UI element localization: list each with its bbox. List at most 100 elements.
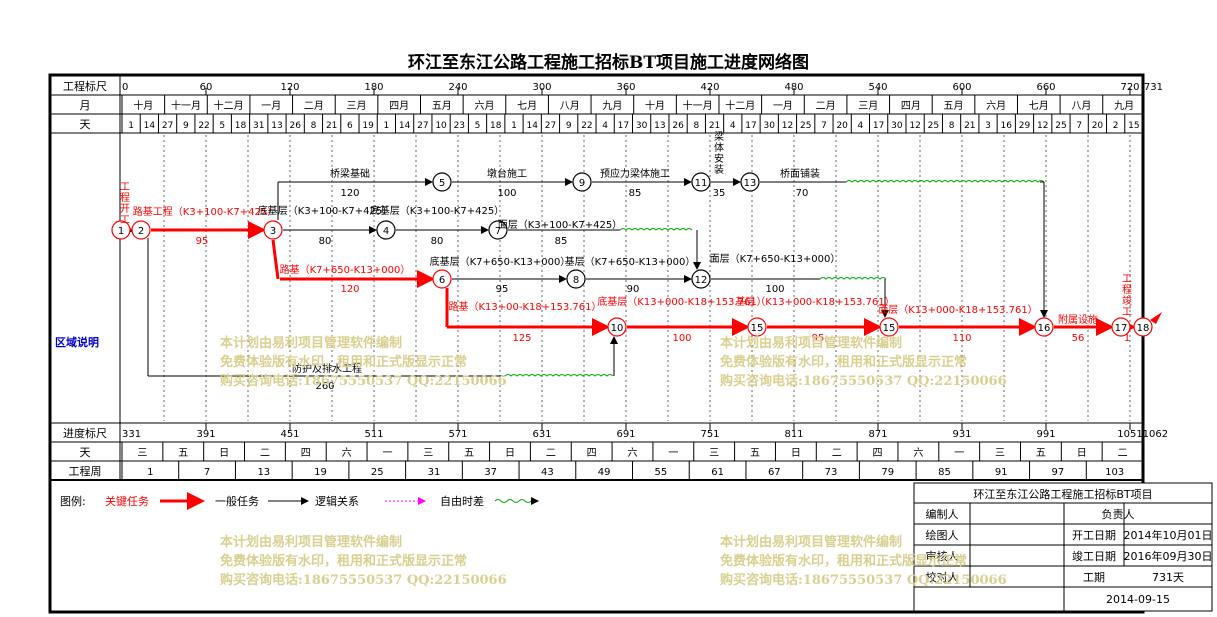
- week-cell: 85: [938, 467, 951, 478]
- day-cell: 25: [800, 121, 811, 131]
- watermark-2c: 购买咨询电话:18675550537 QQ:22150066: [720, 373, 1007, 389]
- node-number: 18: [1137, 323, 1150, 334]
- task-label: 预应力梁体施工: [600, 167, 670, 180]
- watermark-2b: 免费体验版有水印，租用和正式版显示正常: [720, 354, 967, 370]
- node: 11: [691, 172, 711, 192]
- weekday-cell: 一: [382, 448, 392, 459]
- day-cell: 22: [198, 121, 209, 131]
- weekday-cell: 四: [587, 448, 597, 459]
- day-cell: 27: [545, 121, 556, 131]
- top-tick: 300: [532, 82, 551, 93]
- day-cell: 1: [511, 121, 517, 131]
- svg-text:体: 体: [714, 142, 724, 154]
- node-number: 12: [695, 275, 708, 286]
- day-cell: 10: [435, 121, 447, 131]
- day-cell: 9: [183, 121, 189, 131]
- scale-label-day: 天: [80, 118, 91, 131]
- day-cell: 31: [253, 121, 264, 131]
- progress-tick: 751: [700, 429, 719, 440]
- month-cell: 九月: [1114, 100, 1134, 112]
- month-cell: 十一月: [683, 99, 713, 112]
- task-label: 120: [340, 284, 359, 295]
- node: 2: [131, 220, 151, 240]
- connector: [271, 239, 280, 280]
- day-cell: 14: [399, 121, 411, 131]
- week-cell: 73: [825, 467, 838, 478]
- legend-float-line: [494, 499, 532, 503]
- month-cell: 十月: [645, 99, 665, 112]
- node: 17: [1111, 317, 1131, 337]
- info-table: 环江至东江公路工程施工招标BT项目 编制人 绘图人 审核人 校对人 负责人 开工…: [913, 482, 1213, 612]
- node: 12: [691, 269, 711, 289]
- month-cell: 六月: [986, 100, 1006, 112]
- day-cell: 4: [730, 121, 736, 131]
- day-cell: 16: [1001, 121, 1013, 131]
- weekday-cell: 二: [260, 448, 270, 459]
- watermark-4a: 本计划由易利项目管理软件编制: [720, 534, 902, 550]
- month-cell: 五月: [944, 100, 964, 112]
- task-label: 面层（K3+100-K7+425）: [498, 219, 622, 231]
- node-number: 3: [270, 226, 276, 237]
- node-number: 5: [439, 178, 445, 189]
- day-cell: 3: [985, 121, 991, 131]
- week-cell: 43: [541, 467, 554, 478]
- top-tick: 731: [1144, 82, 1163, 93]
- watermarks: 本计划由易利项目管理软件编制 免费体验版有水印，租用和正式版显示正常 购买咨询电…: [220, 335, 1007, 588]
- top-tick: 660: [1036, 82, 1055, 93]
- day-cell: 14: [526, 121, 538, 131]
- month-cell: 二月: [304, 100, 324, 112]
- node: 3: [263, 220, 283, 240]
- progress-tick: 511: [364, 429, 383, 440]
- task-label: 120: [340, 188, 359, 199]
- free-float: [619, 228, 693, 231]
- task-label: 80: [319, 236, 332, 247]
- node-number: 17: [1115, 323, 1128, 334]
- legend-general-label: 一般任务: [215, 495, 259, 508]
- month-cell: 十月: [133, 99, 153, 112]
- weekday-cell: 五: [1036, 448, 1046, 459]
- scale-label-top: 工程标尺: [63, 79, 107, 93]
- week-cell: 1: [147, 467, 153, 478]
- node-number: 15: [751, 323, 764, 334]
- weekday-cell: 五: [178, 448, 188, 459]
- node-number: 16: [1038, 323, 1051, 334]
- info-leader: 负责人: [1102, 507, 1135, 521]
- month-cell: 八月: [1071, 100, 1091, 112]
- day-cell: 23: [454, 121, 465, 131]
- week-cell: 19: [314, 467, 327, 478]
- node: 6: [432, 269, 452, 289]
- info-editor: 编制人: [926, 507, 959, 521]
- day-cell: 19: [362, 121, 374, 131]
- scale-label-progress: 进度标尺: [63, 426, 107, 440]
- task-label: 附属设施: [1058, 313, 1098, 326]
- day-cell: 8: [949, 121, 955, 131]
- svg-text:竣: 竣: [1122, 294, 1132, 307]
- node-number: 1: [118, 226, 124, 237]
- month-cell: 五月: [432, 100, 452, 112]
- day-cell: 27: [162, 121, 173, 131]
- legend: 图例: 关键任务 一般任务 逻辑关系 自由时差: [60, 492, 539, 510]
- task-label: 90: [627, 284, 640, 295]
- month-cell: 十二月: [214, 99, 244, 112]
- progress-tick: 691: [616, 429, 635, 440]
- info-drafter: 绘图人: [926, 528, 959, 542]
- day-cell: 18: [235, 121, 247, 131]
- top-tick: 240: [448, 82, 467, 93]
- day-cell: 21: [964, 121, 975, 131]
- day-cell: 12: [782, 121, 793, 131]
- watermark-2a: 本计划由易利项目管理软件编制: [720, 335, 902, 351]
- week-cell: 61: [711, 467, 724, 478]
- week-cell: 25: [371, 467, 384, 478]
- node-number: 13: [744, 178, 757, 189]
- scale-label-weekday: 天: [80, 446, 91, 459]
- task-label: 260: [315, 381, 334, 392]
- progress-tick: 1051: [1117, 429, 1142, 440]
- node-number: 4: [383, 226, 389, 237]
- day-cell: 18: [490, 121, 502, 131]
- weekday-cell: 日: [1077, 448, 1087, 459]
- task-label: 56: [1072, 333, 1085, 344]
- day-cell: 12: [1037, 121, 1048, 131]
- info-project: 环江至东江公路工程施工招标BT项目: [973, 487, 1152, 501]
- scale-label-month: 月: [80, 99, 91, 112]
- weekday-cell: 五: [750, 448, 760, 459]
